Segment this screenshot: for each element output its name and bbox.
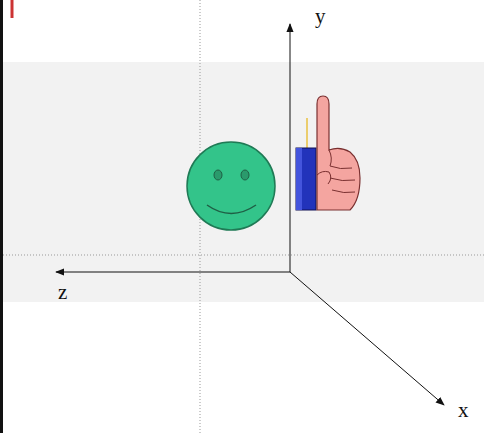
x-axis [290, 272, 444, 405]
guide-line [3, 255, 484, 256]
axis-label: z [58, 282, 67, 303]
frame-border [0, 0, 3, 433]
axis-label: x [458, 400, 469, 421]
ground-band [3, 62, 484, 302]
smiley-face [187, 142, 275, 230]
axis-label: y [315, 6, 326, 27]
y-axis [290, 24, 291, 272]
z-axis [56, 272, 290, 273]
hand-with-block [296, 96, 360, 210]
red-mark [11, 0, 14, 18]
